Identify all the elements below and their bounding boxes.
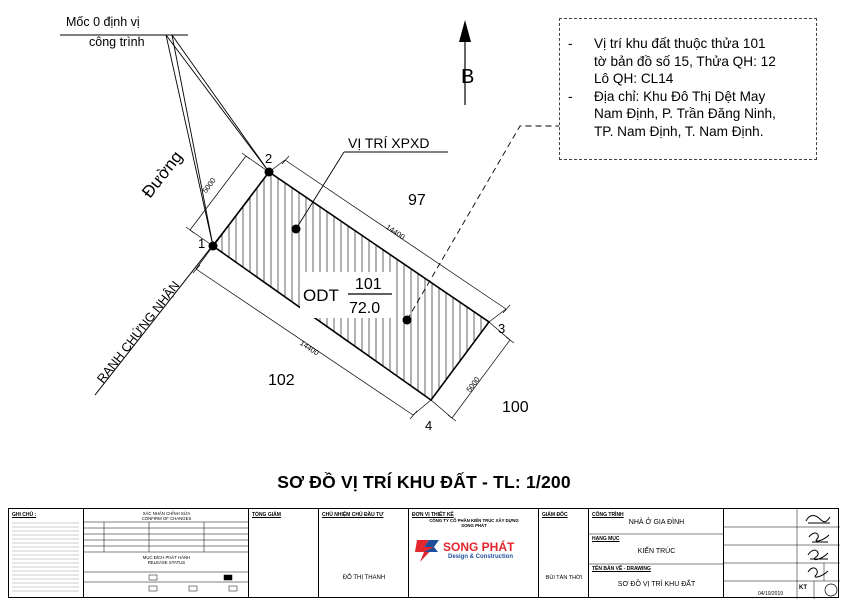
issue-date: 04/10/2019 bbox=[758, 591, 784, 597]
category-header: HẠNG MỤC bbox=[592, 536, 620, 542]
drawing-title: SƠ ĐỒ VỊ TRÍ KHU ĐẤT - TL: 1/200 bbox=[277, 472, 571, 492]
signatures bbox=[805, 515, 831, 578]
info-line-2: tờ bản đồ số 15, Thửa QH: 12 bbox=[594, 53, 776, 69]
corner-2: 2 bbox=[265, 151, 272, 166]
land-class: ODT bbox=[303, 286, 339, 305]
info-leader bbox=[406, 125, 559, 321]
drawing-name-header: TÊN BẢN VẼ - DRAWING bbox=[592, 566, 651, 572]
confirm-header: XÁC NHẬN CHỈNH SỬA bbox=[142, 511, 191, 516]
song-phat-logo-icon bbox=[415, 540, 439, 562]
company-line-2: SONG PHÁT bbox=[461, 523, 487, 528]
reference-leaders bbox=[60, 34, 270, 247]
parcel-area: 72.0 bbox=[349, 300, 380, 317]
dim-14400-bottom: 14400 bbox=[298, 338, 320, 357]
company-logo: SONG PHÁT Design & Construction bbox=[412, 533, 515, 567]
project-name: NHÀ Ở GIA ĐÌNH bbox=[628, 519, 685, 526]
info-line-1: Vị trí khu đất thuộc thửa 101 bbox=[594, 36, 766, 51]
designer-name: ĐỖ THỊ THANH bbox=[342, 575, 386, 581]
drawing-name: SƠ ĐỒ VỊ TRÍ KHU ĐẤT bbox=[617, 581, 696, 588]
boundary-label: RANH CHỨNG NHẬN bbox=[94, 278, 183, 386]
reference-point-label-2: công trình bbox=[89, 35, 145, 49]
title-block: GHI CHÚ : XÁC NHẬN CHỈNH SỬA CONFIRM OF … bbox=[8, 508, 840, 599]
purpose-sub: RELEASE STATUS bbox=[147, 560, 186, 565]
logo-name: SONG PHÁT bbox=[443, 540, 515, 554]
neighbor-100: 100 bbox=[502, 399, 529, 416]
road-label: Đường bbox=[138, 147, 186, 201]
company-line-1: CÔNG TY CỔ PHẦN KIẾN TRÚC XÂY DỰNG bbox=[429, 518, 519, 523]
info-line-5: Nam Định, P. Trần Đăng Ninh, bbox=[594, 106, 776, 122]
site-position-leader bbox=[295, 151, 345, 230]
reference-point-label: Mốc 0 định vị bbox=[66, 15, 140, 29]
parcel-info-box: -Vị trí khu đất thuộc thửa 101 tờ bản đồ… bbox=[559, 18, 817, 160]
notes-header: GHI CHÚ : bbox=[12, 512, 37, 518]
dim-5000-right: 5000 bbox=[464, 375, 481, 394]
dim-14400-top: 14400 bbox=[384, 222, 406, 241]
parcel-number: 101 bbox=[355, 276, 382, 293]
info-line-6: TP. Nam Định, T. Nam Định. bbox=[594, 123, 764, 139]
confirm-sub: CONFIRM OF CHANGES bbox=[141, 516, 192, 521]
project-manager-header: CHỦ NHIỆM CHỦ ĐẦU TƯ bbox=[322, 512, 384, 518]
category-name: KIẾN TRÚC bbox=[637, 548, 676, 555]
parcel-points bbox=[208, 167, 412, 325]
info-line-4: Địa chỉ: Khu Đô Thị Dệt May bbox=[594, 88, 766, 104]
purpose-header: MỤC ĐÍCH PHÁT HÀNH bbox=[142, 555, 191, 560]
general-manager-header: TỔNG GIÁM bbox=[252, 512, 281, 518]
neighbor-102: 102 bbox=[268, 372, 295, 389]
corner-1: 1 bbox=[198, 236, 205, 251]
site-position-label: VỊ TRÍ XPXD bbox=[348, 135, 429, 151]
director-name: BÙI TÂN THỜI bbox=[545, 575, 583, 581]
corner-3: 3 bbox=[498, 321, 505, 336]
north-arrow-icon bbox=[459, 20, 471, 42]
sheet-code: KT bbox=[799, 585, 807, 591]
north-label: B bbox=[461, 66, 474, 88]
project-header: CÔNG TRÌNH bbox=[592, 512, 624, 518]
dimension-lines bbox=[185, 152, 515, 422]
consultant-header: ĐƠN VỊ THIẾT KẾ bbox=[412, 512, 454, 518]
director-header: GIÁM ĐỐC bbox=[542, 512, 568, 518]
neighbor-97: 97 bbox=[408, 192, 426, 209]
info-line-3: Lô QH: CL14 bbox=[594, 71, 674, 87]
site-diagram: 5000 14400 14400 5000 Mốc 0 định vị công… bbox=[60, 15, 559, 433]
logo-tagline: Design & Construction bbox=[448, 554, 514, 560]
corner-4: 4 bbox=[425, 418, 432, 433]
